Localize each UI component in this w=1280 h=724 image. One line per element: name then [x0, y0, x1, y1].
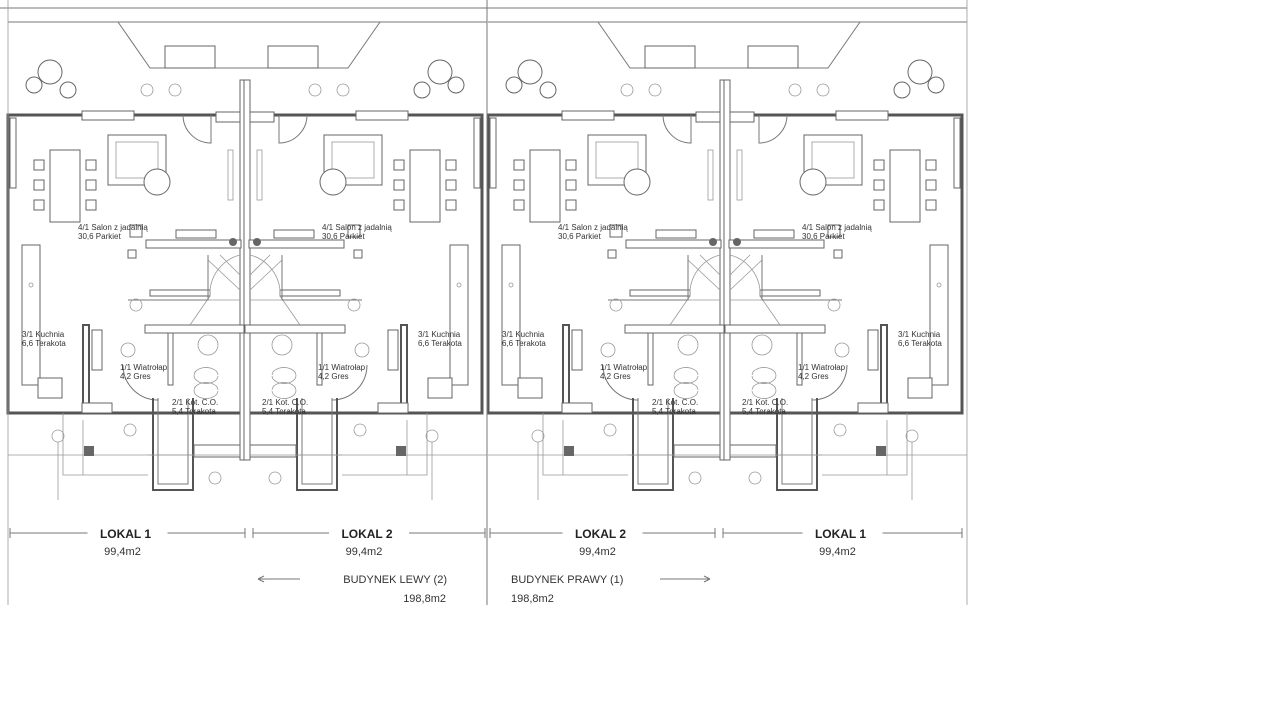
room-name-label: 4/1 Salon z jadalnią: [802, 223, 872, 232]
room-area-label: 5,4 Terakota: [262, 407, 306, 416]
building-arrows: [257, 575, 711, 583]
room-name-label: 1/1 Wiatrołap: [120, 363, 168, 372]
room-name-label: 2/1 Kot. C.O.: [262, 398, 308, 407]
unit-area-label: 99,4m2: [104, 546, 141, 558]
unit-dimensions: LOKAL 1 99,4m2 LOKAL 2 99,4m2 LOKAL 2 99,4m2 L…: [9, 527, 963, 558]
room-name-label: 3/1 Kuchnia: [418, 330, 461, 339]
building-labels: BUDYNEK LEWY (2) 198,8m2 BUDYNEK PRAWY (1)…: [257, 574, 711, 605]
room-area-label: 4,2 Gres: [798, 372, 829, 381]
room-name-label: 3/1 Kuchnia: [502, 330, 545, 339]
building-name-label: BUDYNEK PRAWY (1): [511, 574, 623, 586]
room-name-label: 4/1 Salon z jadalnią: [78, 223, 148, 232]
room-area-label: 30,6 Parkiet: [802, 232, 845, 241]
unit-name-label: LOKAL 1: [815, 527, 866, 541]
room-name-label: 4/1 Salon z jadalnią: [322, 223, 392, 232]
building-area-label: 198,8m2: [403, 593, 446, 605]
room-name-label: 2/1 Kot. C.O.: [172, 398, 218, 407]
building-left: [8, 22, 487, 500]
room-name-label: 2/1 Kot. C.O.: [742, 398, 788, 407]
room-name-label: 3/1 Kuchnia: [898, 330, 941, 339]
building-name-label: BUDYNEK LEWY (2): [343, 574, 447, 586]
dimension-line: [252, 528, 486, 538]
room-area-label: 6,6 Terakota: [502, 339, 546, 348]
room-area-label: 6,6 Terakota: [418, 339, 462, 348]
unit-name-label: LOKAL 2: [341, 527, 392, 541]
room-name-label: 1/1 Wiatrołap: [600, 363, 648, 372]
room-area-label: 6,6 Terakota: [898, 339, 942, 348]
dimension-line: [722, 528, 963, 538]
unit-name-label: LOKAL 2: [575, 527, 626, 541]
room-area-label: 5,4 Terakota: [652, 407, 696, 416]
room-name-label: 3/1 Kuchnia: [22, 330, 65, 339]
room-name-label: 1/1 Wiatrołap: [318, 363, 366, 372]
room-area-label: 30,6 Parkiet: [558, 232, 601, 241]
room-area-label: 5,4 Terakota: [172, 407, 216, 416]
room-area-label: 4,2 Gres: [120, 372, 151, 381]
dimension-line: [9, 528, 246, 538]
room-area-label: 4,2 Gres: [318, 372, 349, 381]
unit-area-label: 99,4m2: [579, 546, 616, 558]
unit-area-label: 99,4m2: [819, 546, 856, 558]
dimension-line: [489, 528, 716, 538]
room-area-label: 4,2 Gres: [600, 372, 631, 381]
room-area-label: 30,6 Parkiet: [78, 232, 121, 241]
unit-area-label: 99,4m2: [346, 546, 383, 558]
room-name-label: 4/1 Salon z jadalnią: [558, 223, 628, 232]
room-area-label: 6,6 Terakota: [22, 339, 66, 348]
building-area-label: 198,8m2: [511, 593, 554, 605]
room-area-label: 30,6 Parkiet: [322, 232, 365, 241]
building-right: [488, 22, 967, 500]
unit-name-label: LOKAL 1: [100, 527, 151, 541]
room-area-label: 5,4 Terakota: [742, 407, 786, 416]
room-name-label: 1/1 Wiatrołap: [798, 363, 846, 372]
room-name-label: 2/1 Kot. C.O.: [652, 398, 698, 407]
